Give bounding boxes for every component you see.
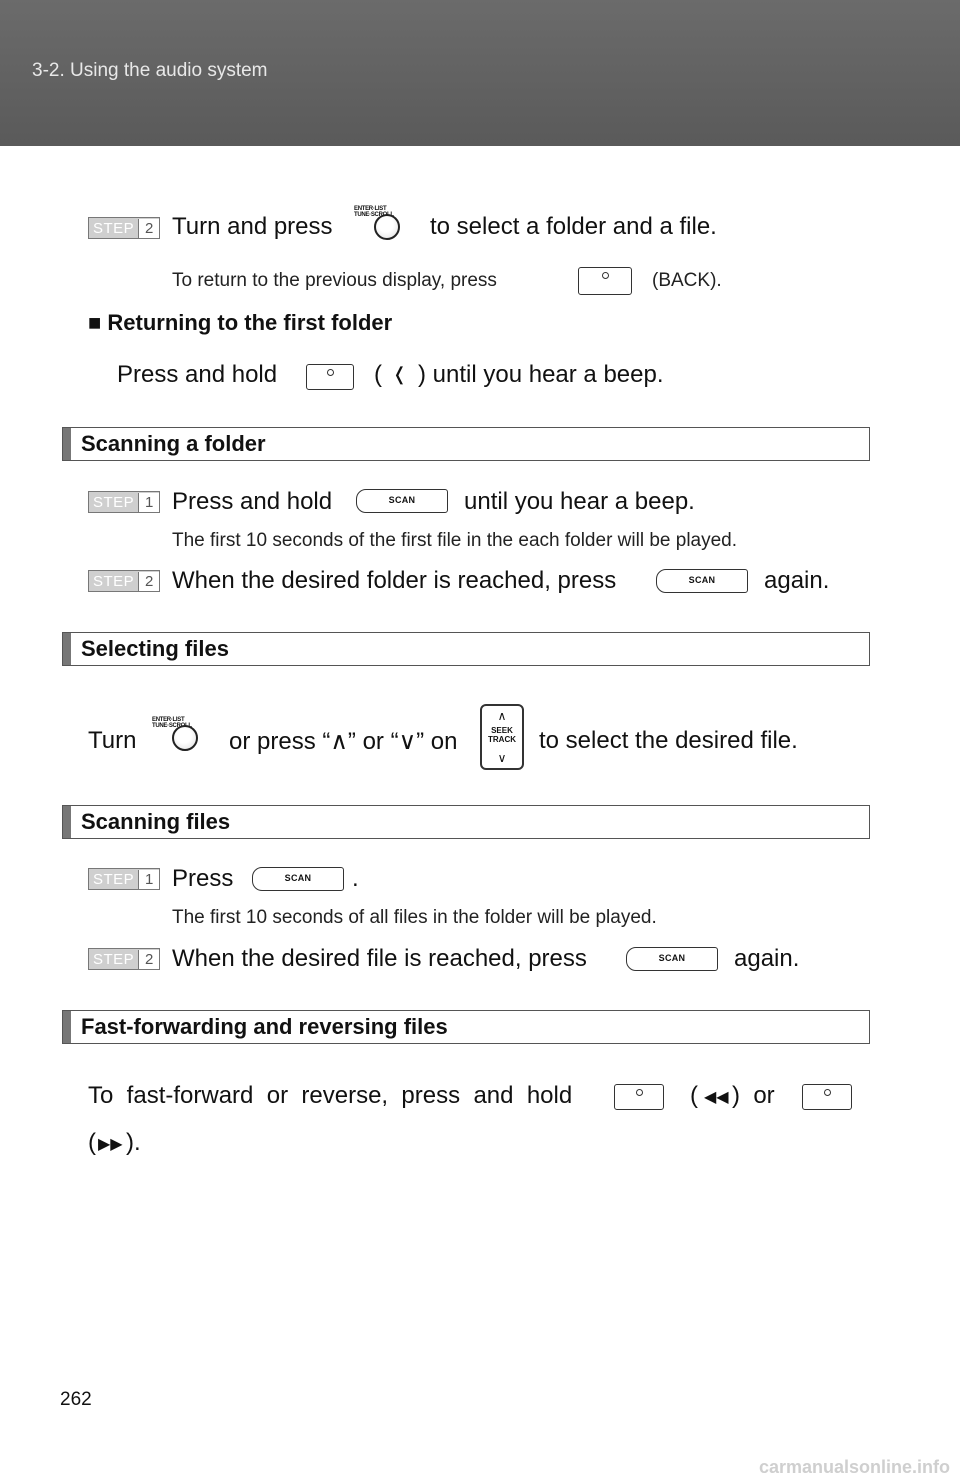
scan-button-icon: SCAN: [356, 489, 448, 513]
note-text: The first 10 seconds of all files in the…: [172, 907, 657, 928]
body-text: (: [374, 361, 382, 388]
section-title: 3-2. Using the audio system: [32, 60, 268, 81]
section-heading: Scanning a folder: [62, 427, 870, 461]
step-text: When the desired folder is reached, pres…: [172, 567, 617, 594]
step-text: to select a folder and a file.: [430, 213, 717, 240]
body-text: ) or: [732, 1082, 775, 1109]
step-text: again.: [734, 945, 800, 972]
page-number: 262: [60, 1389, 92, 1410]
section-heading: Scanning files: [62, 805, 870, 839]
tune-knob-icon: ENTER·LIST TUNE·SCROLL: [152, 717, 202, 763]
body-text: (: [690, 1082, 698, 1109]
preset-button-icon: [306, 364, 354, 390]
tune-knob-icon: ENTER·LIST TUNE·SCROLL: [354, 206, 404, 252]
forward-button-icon: [802, 1084, 852, 1110]
step-text: When the desired file is reached, press: [172, 945, 587, 972]
seek-track-button-icon: ∧ SEEK TRACK ∨: [480, 704, 524, 770]
subheading: ■ Returning to the first folder: [88, 310, 393, 335]
step-text: again.: [764, 567, 830, 594]
section-heading: Selecting files: [62, 632, 870, 666]
body-text: Press and hold: [117, 361, 278, 388]
step-text: Press: [172, 865, 234, 892]
scan-button-icon: SCAN: [626, 947, 718, 971]
body-text: ) until you hear a beep.: [418, 361, 664, 388]
page-header: 3-2. Using the audio system: [0, 0, 960, 146]
step-text: .: [352, 865, 359, 892]
body-text: (: [88, 1129, 96, 1156]
body-text: ).: [126, 1129, 141, 1156]
body-text: or press “∧” or “∨” on: [229, 728, 458, 755]
body-text: To fast-forward or reverse, press and ho…: [88, 1082, 573, 1109]
fast-forward-icon: ▶▶: [98, 1136, 123, 1153]
note-text: (BACK).: [652, 270, 722, 291]
step-text: Press and hold: [172, 488, 333, 515]
body-text: to select the desired file.: [539, 727, 798, 754]
section-heading: Fast-forwarding and reversing files: [62, 1010, 870, 1044]
step-text: until you hear a beep.: [464, 488, 695, 515]
scan-button-icon: SCAN: [656, 569, 748, 593]
body-text: Turn: [88, 727, 137, 754]
note-text: To return to the previous display, press: [172, 270, 497, 291]
back-button-icon: [578, 267, 632, 295]
rewind-button-icon: [614, 1084, 664, 1110]
rewind-icon: ◀◀: [704, 1089, 729, 1106]
step-text: Turn and press: [172, 213, 333, 240]
watermark: carmanualsonline.info: [758, 1457, 950, 1477]
note-text: The first 10 seconds of the first file i…: [172, 530, 738, 551]
scan-button-icon: SCAN: [252, 867, 344, 891]
chevron-left-icon: ❬: [392, 364, 408, 384]
